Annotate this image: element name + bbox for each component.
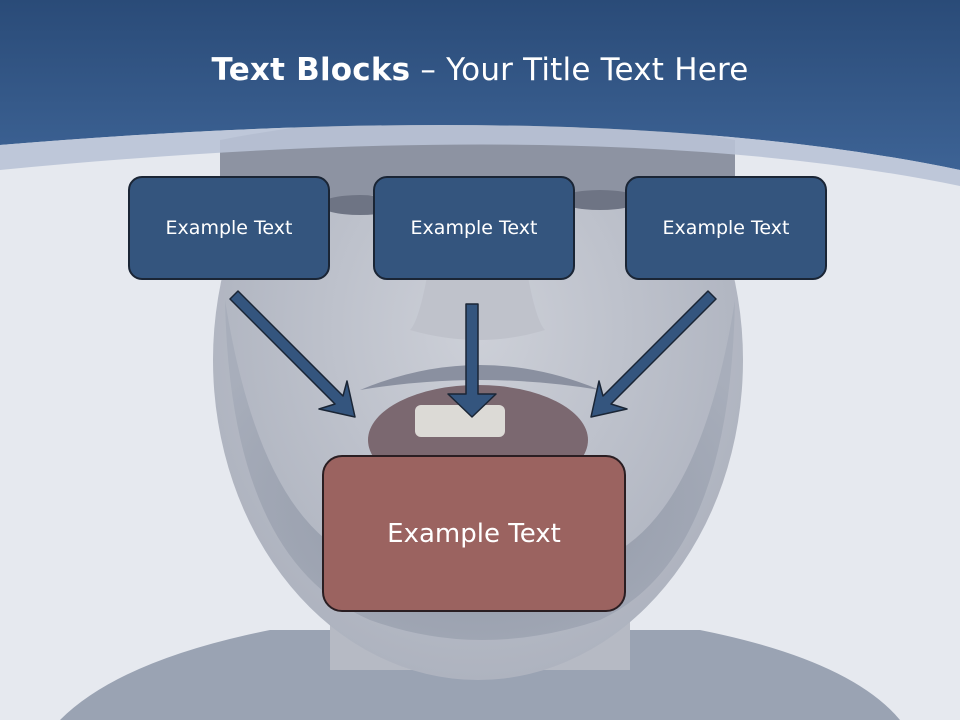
slide-title: Text Blocks – Your Title Text Here <box>0 52 960 88</box>
text-block-1: Example Text <box>128 176 330 280</box>
result-block: Example Text <box>322 455 626 612</box>
title-rest: – Your Title Text Here <box>410 52 749 88</box>
text-block-1-label: Example Text <box>165 217 293 239</box>
result-block-label: Example Text <box>387 518 561 549</box>
title-bold: Text Blocks <box>211 52 411 88</box>
text-block-3-label: Example Text <box>662 217 790 239</box>
header-band <box>0 0 960 186</box>
text-block-2-label: Example Text <box>410 217 538 239</box>
text-block-3: Example Text <box>625 176 827 280</box>
text-block-2: Example Text <box>373 176 575 280</box>
